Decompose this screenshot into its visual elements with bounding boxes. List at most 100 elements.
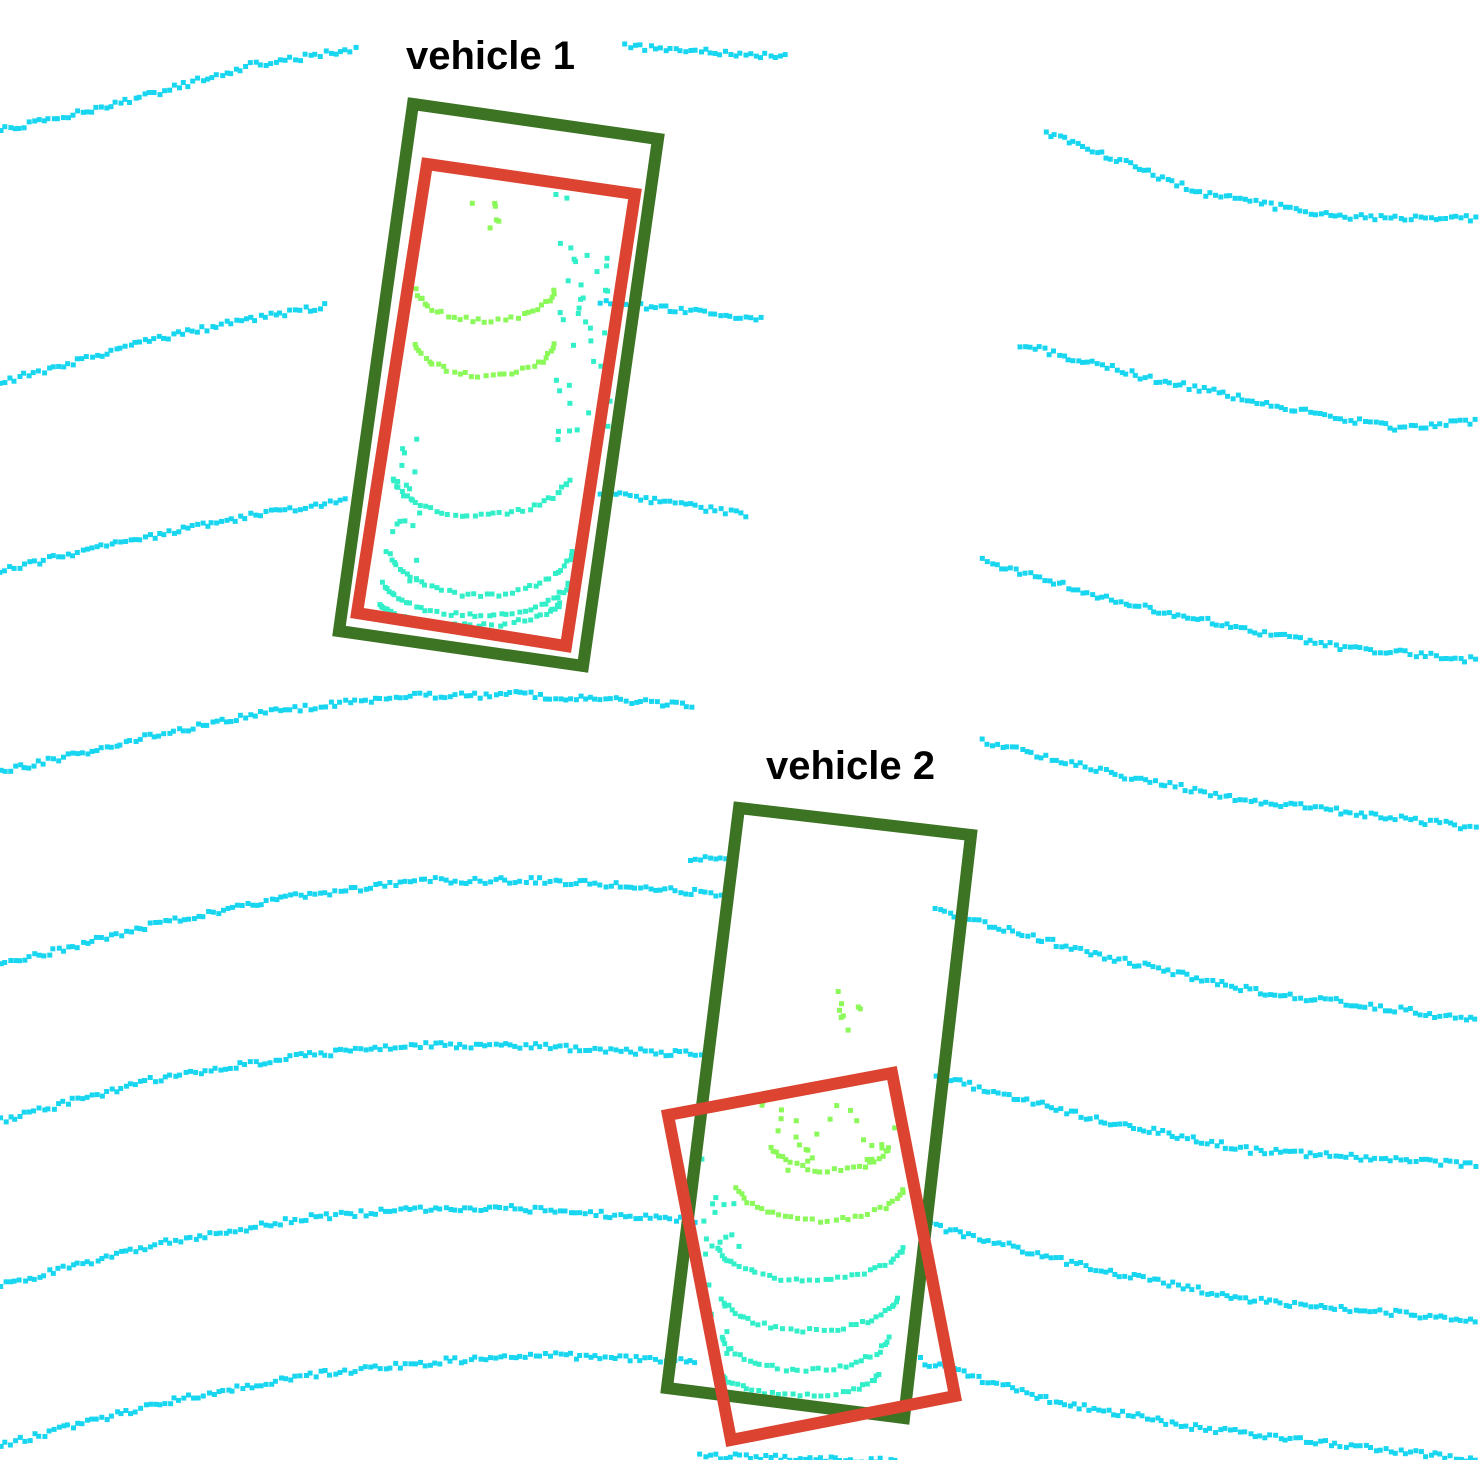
ground-point: [112, 539, 118, 545]
ground-point: [1183, 1423, 1189, 1429]
ground-point: [692, 502, 698, 508]
object-point: [749, 1387, 755, 1393]
object-point: [491, 612, 497, 618]
ground-point: [27, 1275, 33, 1281]
ground-point: [672, 1048, 678, 1054]
ground-point: [258, 1220, 264, 1226]
ground-point: [1247, 628, 1253, 634]
ground-point: [503, 691, 509, 697]
ground-point: [1297, 1435, 1303, 1441]
ground-point: [1218, 1139, 1224, 1145]
ground-point: [688, 307, 694, 313]
ground-point: [98, 745, 104, 751]
object-point: [598, 363, 604, 369]
object-point: [544, 612, 550, 617]
ground-point: [1083, 1263, 1089, 1269]
ground-point: [1010, 1243, 1016, 1249]
ground-point: [1170, 972, 1176, 978]
ground-point: [1101, 1408, 1107, 1414]
ground-point: [1075, 587, 1081, 593]
ground-point: [1417, 1315, 1423, 1321]
ground-point: [943, 1229, 949, 1235]
ground-point: [1417, 1012, 1423, 1018]
ground-point: [244, 1382, 250, 1388]
ground-point: [1088, 767, 1094, 773]
ground-point: [437, 1361, 443, 1367]
object-point: [557, 388, 563, 394]
ground-point: [532, 1204, 538, 1210]
ground-point: [1254, 401, 1260, 406]
object-point: [855, 1004, 861, 1010]
object-point: [776, 1212, 782, 1218]
ground-point: [191, 916, 197, 922]
ground-point: [188, 1068, 193, 1074]
ground-point: [32, 118, 38, 124]
ground-point: [132, 537, 138, 543]
object-point: [860, 1319, 865, 1324]
object-point: [729, 1307, 735, 1313]
ground-point: [1293, 1435, 1299, 1441]
ground-point: [85, 751, 91, 757]
object-point: [540, 359, 546, 365]
ground-point: [1318, 1303, 1324, 1308]
object-point: [453, 512, 459, 518]
ground-point: [1158, 782, 1164, 788]
ground-point: [302, 1053, 308, 1059]
object-point: [864, 1381, 870, 1387]
object-point: [765, 1209, 771, 1215]
ground-point: [1242, 625, 1248, 631]
ground-point: [1302, 1302, 1308, 1308]
ground-point: [1258, 1295, 1264, 1301]
ground-point: [74, 550, 80, 555]
object-point: [890, 1303, 895, 1309]
ground-point: [1383, 1156, 1389, 1161]
ground-point: [1116, 956, 1122, 962]
object-point: [404, 571, 410, 577]
object-point: [551, 341, 557, 347]
ground-point: [971, 917, 977, 923]
object-point: [874, 1352, 880, 1358]
ground-point: [277, 57, 283, 63]
object-point: [831, 1367, 837, 1373]
ground-point: [1094, 595, 1100, 601]
ground-point: [225, 905, 231, 911]
ground-point: [22, 957, 28, 963]
ground-point: [263, 63, 269, 68]
ground-point: [1035, 1250, 1041, 1256]
ground-point: [627, 493, 633, 498]
ground-point: [633, 42, 638, 48]
ground-point: [1458, 1014, 1464, 1020]
ground-point: [678, 890, 684, 896]
ground-point: [1167, 780, 1173, 786]
ground-point: [563, 1042, 569, 1048]
ground-point: [1161, 610, 1167, 616]
ground-point: [1362, 1004, 1368, 1010]
ground-point: [322, 501, 328, 507]
ground-point: [687, 1051, 693, 1057]
ground-point: [608, 1046, 614, 1052]
ground-point: [136, 94, 142, 100]
ground-point: [36, 117, 42, 123]
ground-point: [1372, 217, 1378, 223]
ground-point: [229, 1388, 235, 1394]
ground-point: [803, 1456, 809, 1460]
object-point: [472, 513, 478, 519]
ground-point: [603, 884, 609, 890]
ground-point: [683, 49, 689, 55]
ground-point: [118, 539, 124, 545]
ground-point: [1189, 1426, 1195, 1432]
ground-point: [1189, 977, 1195, 983]
ground-point: [1259, 201, 1264, 207]
ground-point: [1194, 975, 1199, 981]
object-point: [567, 400, 573, 406]
ground-point: [513, 1355, 519, 1361]
ground-point: [247, 1059, 253, 1065]
object-point: [523, 608, 529, 614]
ground-point: [643, 495, 649, 501]
ground-point: [378, 1206, 384, 1212]
ground-point: [1081, 1402, 1087, 1408]
ground-point: [387, 695, 393, 701]
ground-point: [1130, 1413, 1136, 1419]
ground-point: [653, 887, 659, 893]
object-point: [549, 294, 555, 300]
